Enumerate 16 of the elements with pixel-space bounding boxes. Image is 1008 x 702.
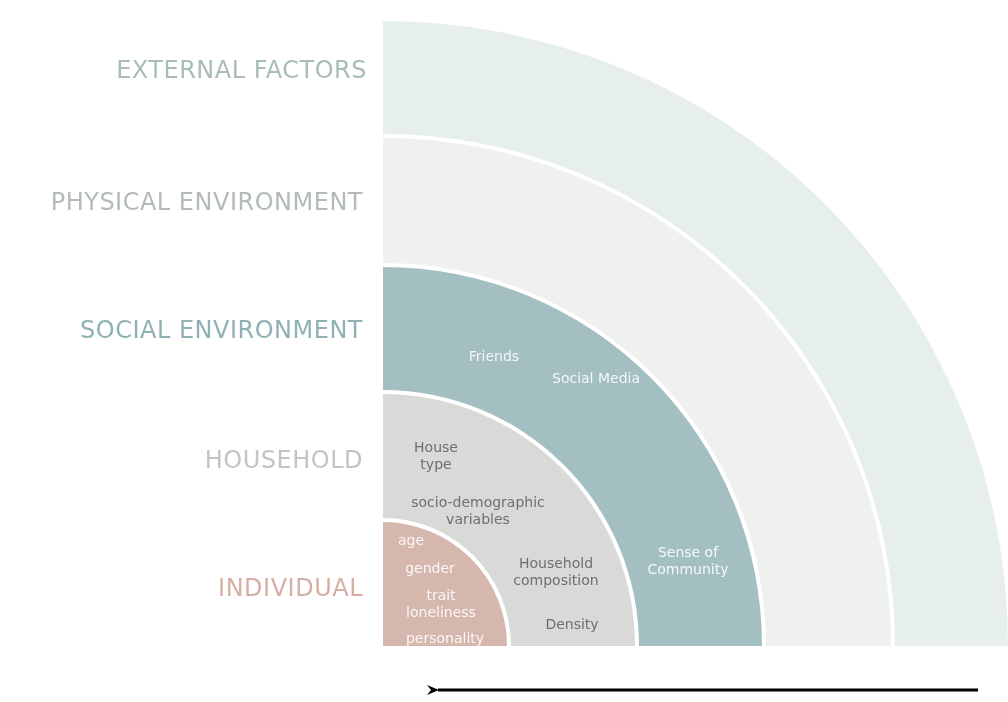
band-heading: EXTERNAL FACTORS (116, 56, 367, 84)
factor-label: Sense of Community (646, 544, 730, 578)
factor-label: gender (405, 559, 455, 577)
factor-label: Density (545, 615, 599, 633)
band-heading: HOUSEHOLD (204, 446, 363, 474)
factor-label: trait loneliness (405, 587, 477, 621)
band-heading: INDIVIDUAL (218, 574, 363, 602)
factor-label: socio-demographic variables (410, 494, 546, 528)
factor-label: age (397, 531, 425, 549)
factor-label: Friends (468, 347, 520, 365)
factor-label: Household composition (512, 555, 600, 589)
factor-label: House type (413, 439, 459, 473)
band-heading: SOCIAL ENVIRONMENT (80, 316, 363, 344)
factor-label: personality (405, 629, 485, 647)
factor-label: Social Media (552, 369, 640, 387)
band-heading: PHYSICAL ENVIRONMENT (50, 188, 363, 216)
